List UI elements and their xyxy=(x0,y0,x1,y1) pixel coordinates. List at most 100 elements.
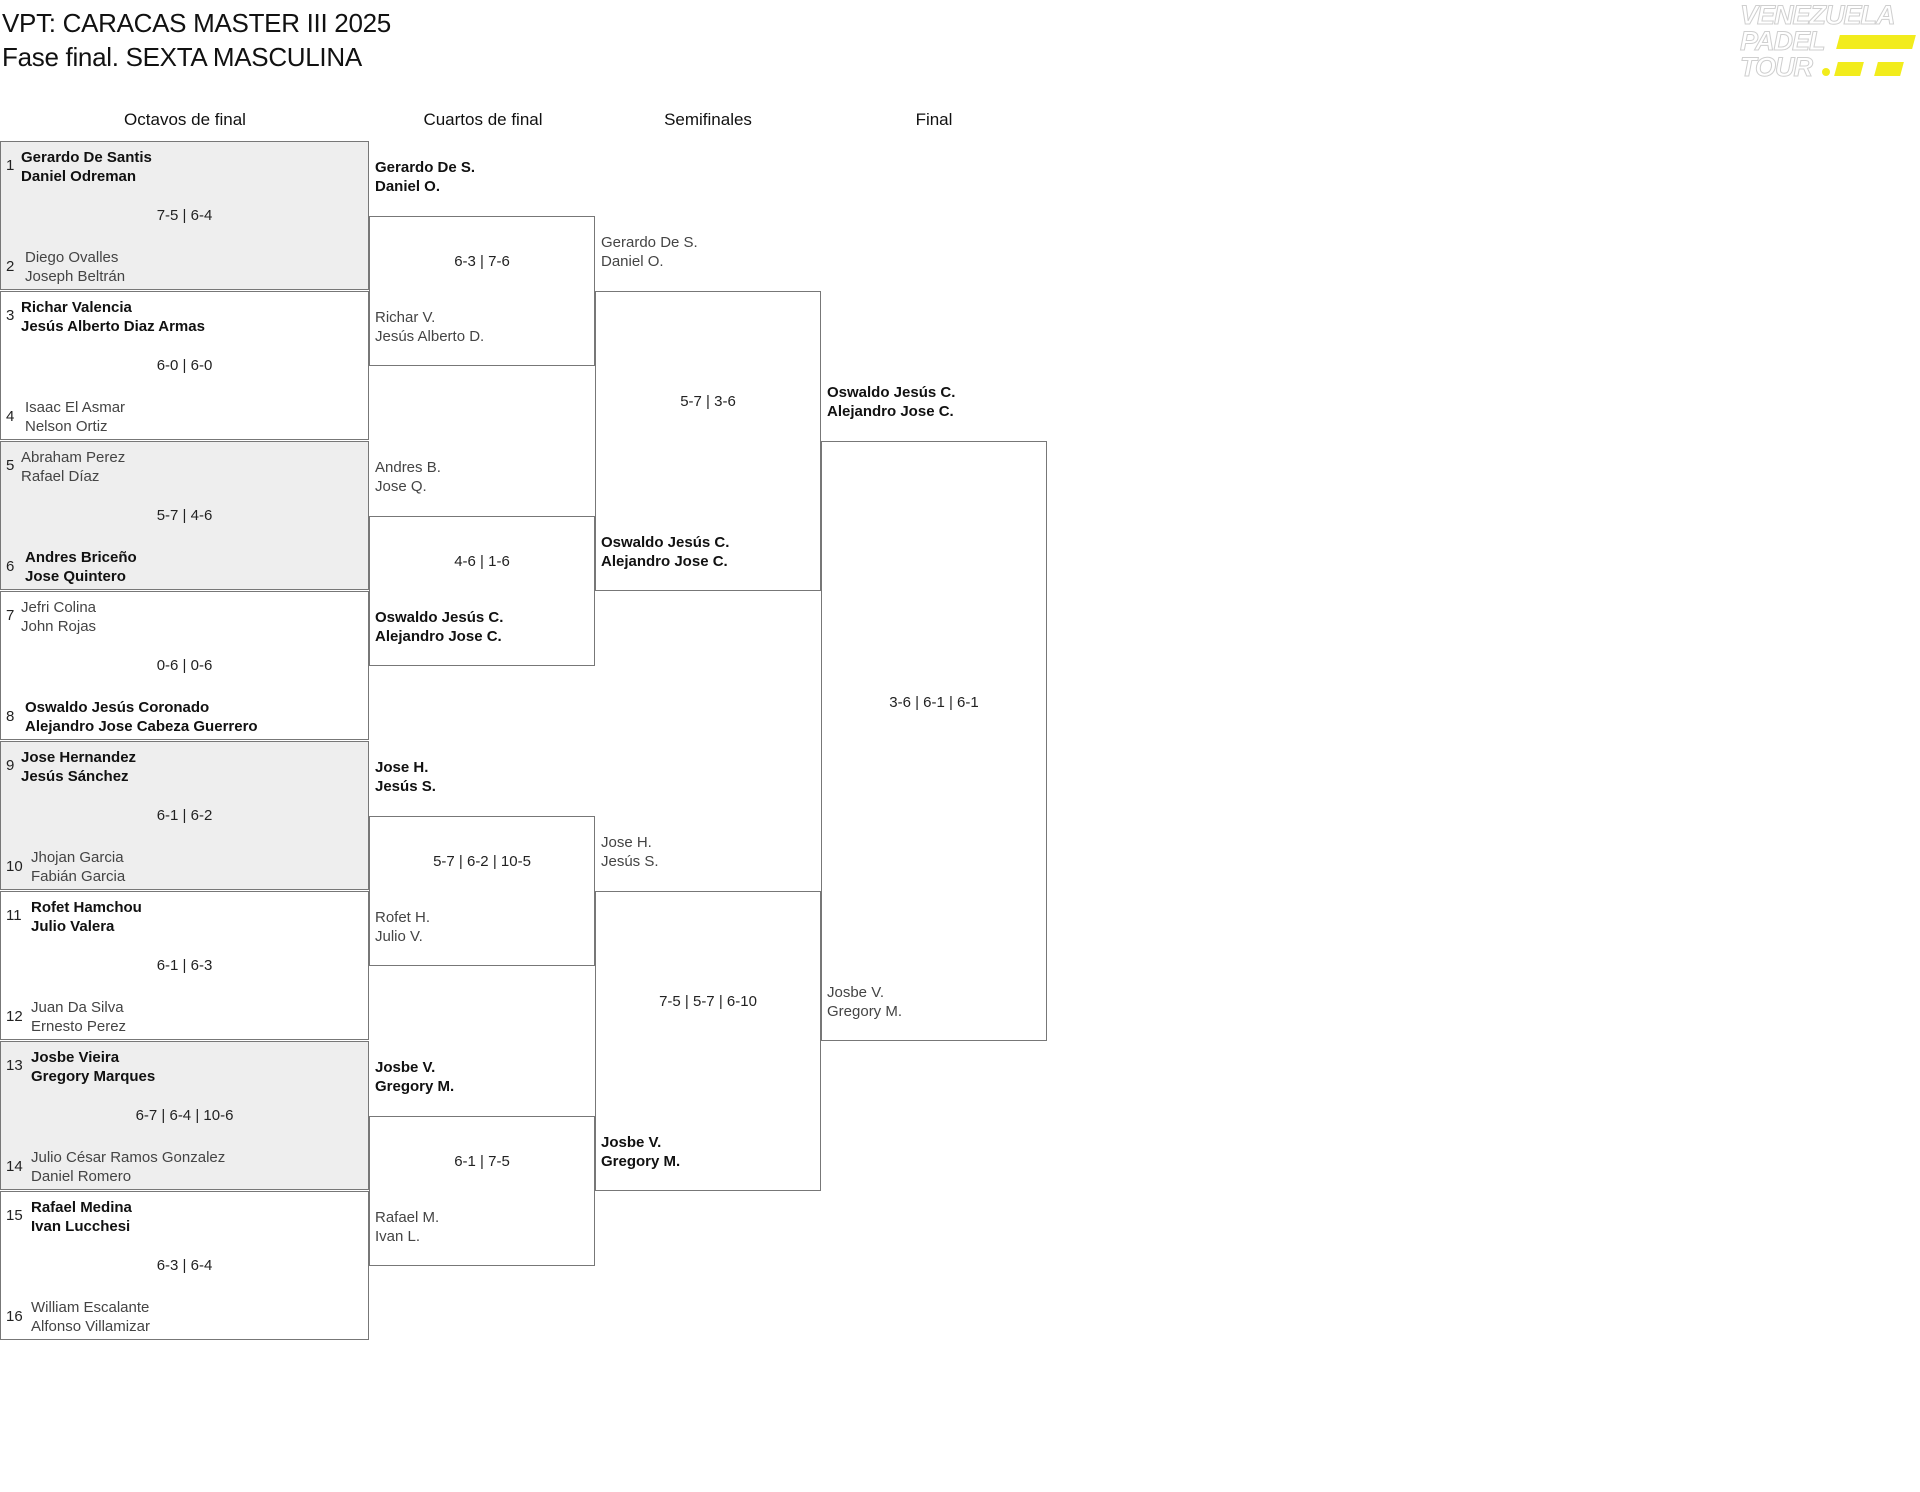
match-score: 0-6 | 0-6 xyxy=(156,657,213,674)
logo-stripe xyxy=(1836,35,1916,49)
logo-line-2: PADEL xyxy=(1740,26,1827,56)
match-score: 6-1 | 6-2 xyxy=(156,807,213,824)
match-score: 6-7 | 6-4 | 10-6 xyxy=(135,1107,234,1124)
logo-line-1: VENEZUELA xyxy=(1740,0,1897,30)
player-name: Oswaldo Jesús C. xyxy=(827,384,956,401)
seed-number: 11 xyxy=(6,907,22,924)
player-name: William Escalante xyxy=(31,1299,150,1316)
match-cuartos-team-b: Oswaldo Jesús C. Alejandro Jose C. xyxy=(375,608,503,646)
seed-number: 7 xyxy=(6,607,15,624)
seed-number: 4 xyxy=(6,408,15,425)
player-name: Gregory Marques xyxy=(31,1068,156,1085)
player-name: Alejandro Jose C. xyxy=(375,628,502,645)
match-semis-team-a: Jose H. Jesús S. xyxy=(601,833,659,871)
player-name: Abraham Perez xyxy=(21,449,126,466)
player-name: Daniel O. xyxy=(601,253,664,270)
round-header-octavos: Octavos de final xyxy=(124,110,246,129)
match-cuartos-team-a: Andres B.Jose Q. xyxy=(375,458,441,496)
match-cuartos-box xyxy=(369,1116,595,1266)
seed-number: 13 xyxy=(6,1057,23,1074)
seed-number: 14 xyxy=(6,1158,23,1175)
match-semis-team-a: Gerardo De S. Daniel O. xyxy=(601,233,698,271)
player-name: Rafael Medina xyxy=(31,1199,132,1216)
player-name: Oswaldo Jesús C. xyxy=(375,609,504,626)
player-name: Rofet H. xyxy=(375,909,431,926)
player-name: Jose Quintero xyxy=(25,568,126,585)
round-header-semifinales: Semifinales xyxy=(664,110,752,129)
player-name: Gerardo De S. xyxy=(601,234,698,251)
player-name: Jesús Sánchez xyxy=(21,768,129,785)
logo-line-3: TOUR xyxy=(1739,52,1813,82)
match-semis-team-b: Josbe V.Gregory M. xyxy=(601,1133,680,1171)
player-name: Nelson Ortiz xyxy=(25,418,108,435)
player-name: Jesús S. xyxy=(375,778,436,795)
seed-number: 15 xyxy=(6,1207,23,1224)
match-cuartos-score: 4-6 | 1-6 xyxy=(454,553,510,570)
seed-number: 8 xyxy=(6,708,15,725)
round-header-final: Final xyxy=(915,110,953,129)
logo-dot xyxy=(1822,68,1830,76)
player-name: Oswaldo Jesús Coronado xyxy=(25,699,210,716)
player-name: Daniel O. xyxy=(375,178,441,195)
match-cuartos-score: 6-1 | 7-5 xyxy=(454,1153,510,1170)
player-name: Diego Ovalles xyxy=(25,249,119,266)
player-name: Jose Q. xyxy=(375,478,427,495)
seed-number: 5 xyxy=(6,457,15,474)
match-final-box xyxy=(821,441,1047,1041)
match-cuartos-score: 5-7 | 6-2 | 10-5 xyxy=(433,853,531,870)
page-title: VPT: CARACAS MASTER III 2025 xyxy=(2,8,391,38)
match-cuartos-box xyxy=(369,216,595,366)
player-name: Jesús Alberto D. xyxy=(375,328,485,345)
player-name: Richar V. xyxy=(375,309,436,326)
match-cuartos-box xyxy=(369,816,595,966)
match-semis-box xyxy=(595,891,821,1191)
player-name: Gregory M. xyxy=(375,1078,455,1095)
match-score: 5-7 | 4-6 xyxy=(156,507,213,524)
player-name: Ernesto Perez xyxy=(31,1018,127,1035)
match-semis-score: 7-5 | 5-7 | 6-10 xyxy=(659,993,757,1010)
player-name: Jose H. xyxy=(375,759,429,776)
player-name: Josbe V. xyxy=(375,1059,436,1076)
player-name: Daniel Romero xyxy=(31,1168,132,1185)
seed-number: 6 xyxy=(6,558,15,575)
player-name: Richar Valencia xyxy=(21,299,132,316)
seed-number: 1 xyxy=(6,157,15,174)
player-name: Jose Hernandez xyxy=(21,749,137,766)
player-name: Josbe Vieira xyxy=(31,1049,120,1066)
player-name: Jose H. xyxy=(601,834,652,851)
player-name: Jesús S. xyxy=(601,853,659,870)
player-name: Alejandro Jose C. xyxy=(601,553,728,570)
match-score: 6-3 | 6-4 xyxy=(156,1257,213,1274)
player-name: Rafael Díaz xyxy=(21,468,100,485)
match-cuartos-team-a: Jose H. Jesús S. xyxy=(375,758,436,796)
player-name: John Rojas xyxy=(21,618,97,635)
seed-number: 3 xyxy=(6,307,15,324)
player-name: Oswaldo Jesús C. xyxy=(601,534,730,551)
match-score: 6-0 | 6-0 xyxy=(156,357,213,374)
player-name: Gerardo De Santis xyxy=(21,149,152,166)
seed-number: 10 xyxy=(6,858,23,875)
match-cuartos-team-a: Gerardo De S.Daniel O. xyxy=(375,158,475,196)
logo-stripe xyxy=(1834,62,1864,76)
player-name: Josbe V. xyxy=(601,1134,662,1151)
player-name: Julio Valera xyxy=(31,918,115,935)
seed-number: 9 xyxy=(6,757,15,774)
player-name: Jefri Colina xyxy=(21,599,97,616)
